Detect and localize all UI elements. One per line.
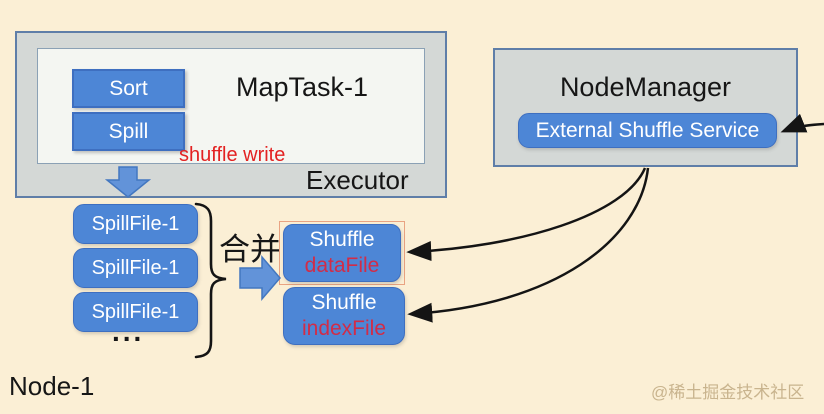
merge-label: 合并 [219, 232, 281, 267]
sort-step-box: Sort [72, 69, 185, 108]
shuffle-indexfile-line2: indexFile [301, 317, 387, 340]
shuffle-write-label: shuffle write [179, 144, 286, 166]
spillfile-ellipsis: ... [112, 316, 145, 347]
external-shuffle-service-box: External Shuffle Service [518, 113, 777, 148]
shuffle-datafile-line2: dataFile [304, 254, 380, 277]
maptask-title: MapTask-1 [236, 72, 369, 102]
watermark: @稀土掘金技术社区 [651, 383, 805, 402]
spillfile-box-3: SpillFile-1 [73, 292, 198, 332]
executor-label: Executor [306, 165, 409, 195]
shuffle-datafile-line1: Shuffle [309, 228, 375, 252]
spillfile-box-2: SpillFile-1 [73, 248, 198, 288]
spill-step-box: Spill [72, 112, 185, 151]
spillfile-box-1: SpillFile-1 [73, 204, 198, 244]
shuffle-indexfile-line1: Shuffle [311, 291, 377, 315]
node-label: Node-1 [9, 371, 95, 401]
nodemanager-box [493, 48, 798, 167]
nodemanager-title: NodeManager [559, 72, 732, 102]
shuffle-datafile-box: Shuffle dataFile [283, 224, 401, 282]
datafile-selection-rect [279, 221, 405, 285]
shuffle-indexfile-box: Shuffle indexFile [283, 287, 405, 345]
